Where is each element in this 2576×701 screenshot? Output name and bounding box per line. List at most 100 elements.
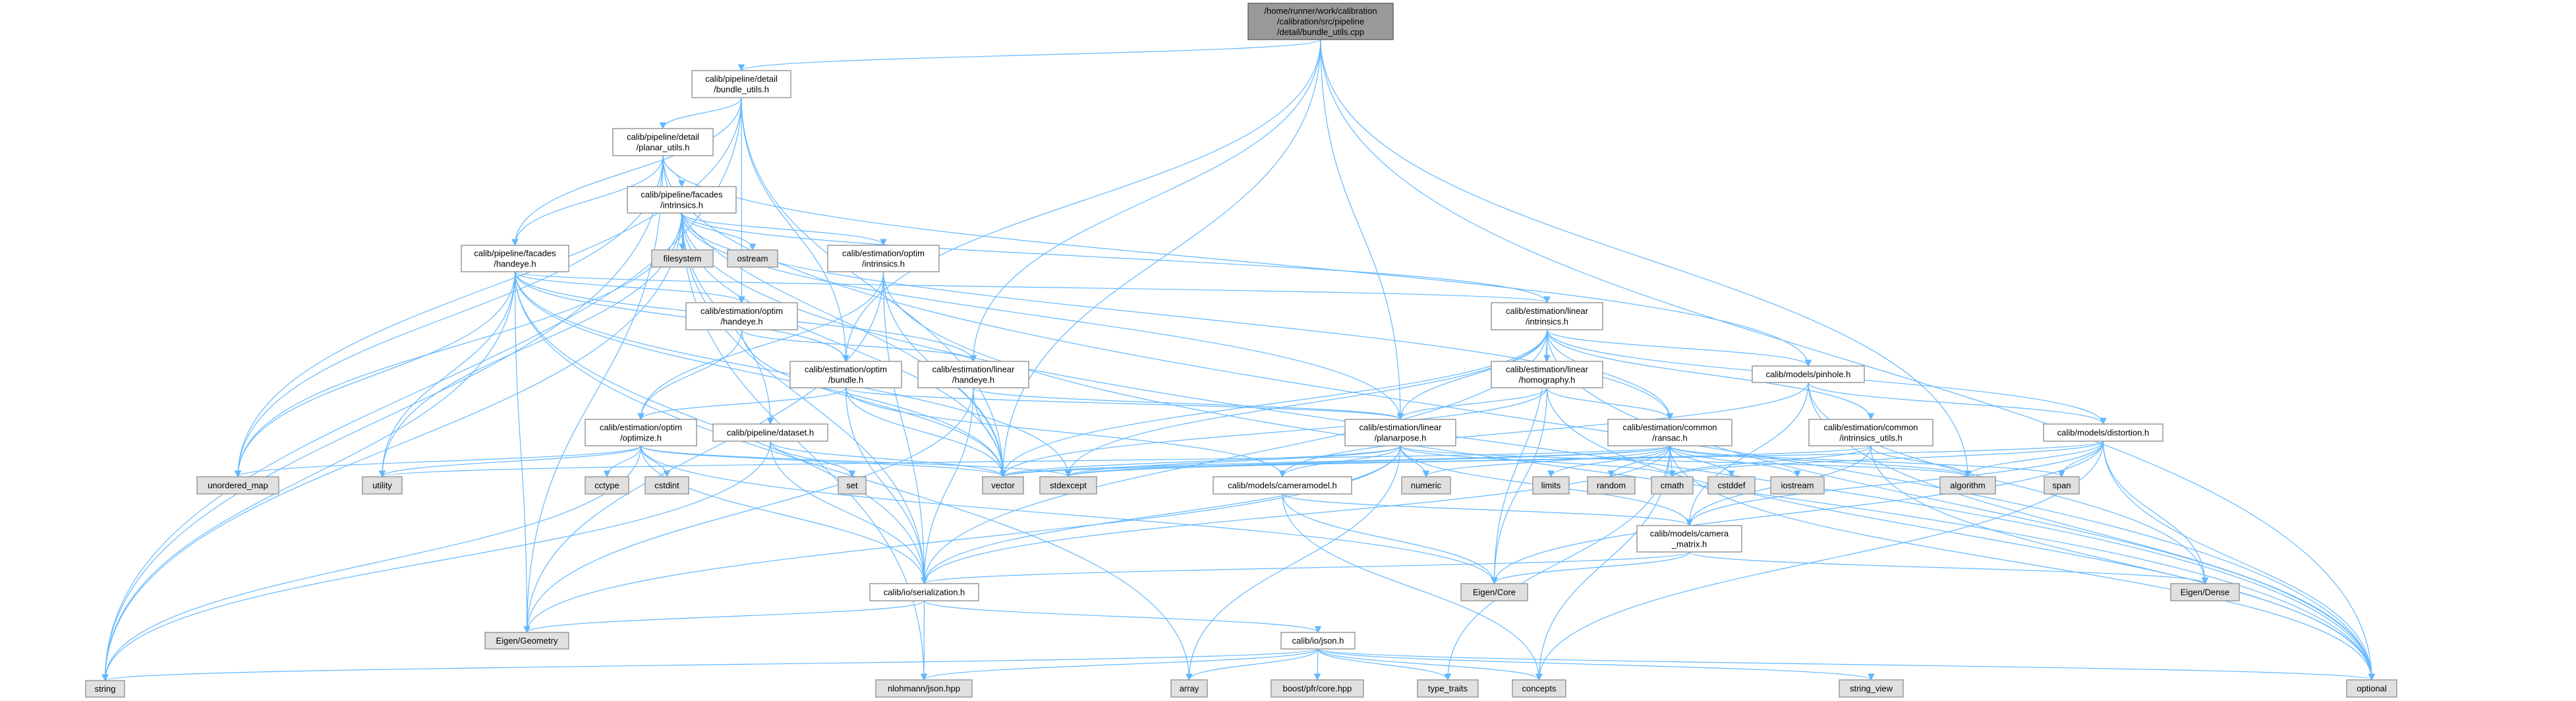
node-algorithm: algorithm	[1939, 476, 1996, 495]
edge-ransac-to-iostream	[1669, 445, 1801, 478]
edge-linear_intrinsics-to-planarpose	[1396, 329, 1548, 421]
node-json[interactable]: calib/io/json.h	[1280, 632, 1356, 650]
node-box	[461, 245, 569, 272]
edge-intrinsics_utils-to-algorithm	[1870, 445, 1972, 478]
edge-distortion-to-eigen_core	[1491, 441, 2104, 585]
edge-dataset-to-set	[770, 441, 856, 478]
node-intrinsics-utils[interactable]: calib/estimation/common/intrinsics_utils…	[1808, 419, 1933, 446]
edge-bundle_utils-to-vector	[741, 97, 1007, 478]
node-linear-handeye[interactable]: calib/estimation/linear/handeye.h	[917, 361, 1029, 388]
node-unordered-map: unordered_map	[196, 476, 279, 495]
edge-linear_handeye-to-serialization	[921, 387, 974, 585]
node-optimize[interactable]: calib/estimation/optim/optimize.h	[585, 419, 697, 446]
edge-optim_intrinsics-to-optional	[882, 271, 2376, 681]
node-linear-intrinsics[interactable]: calib/estimation/linear/intrinsics.h	[1491, 302, 1603, 330]
node-box	[612, 128, 714, 156]
node-label: /bundle_utils.h	[714, 84, 769, 94]
node-homography[interactable]: calib/estimation/linear/homography.h	[1491, 361, 1603, 388]
edge-facades_handeye-to-string	[101, 271, 516, 682]
edge-bundle_utils-to-string	[101, 97, 742, 682]
edge-facades_handeye-to-optim_bundle	[514, 271, 849, 363]
node-label: calib/estimation/common	[1823, 423, 1918, 433]
edge-facades_handeye-to-eigen_geometry	[514, 271, 530, 634]
node-box	[1707, 476, 1756, 495]
edge-planarpose-to-cmath	[1400, 445, 1676, 478]
node-stdexcept: stdexcept	[1039, 476, 1097, 495]
node-box	[585, 476, 629, 495]
node-label: string_view	[1850, 684, 1893, 694]
node-dataset[interactable]: calib/pipeline/dataset.h	[712, 423, 828, 442]
node-label: calib/models/pinhole.h	[1766, 369, 1851, 379]
edge-ransac-to-vector	[1000, 445, 1671, 478]
node-box	[838, 476, 867, 495]
node-label: boost/pfr/core.hpp	[1283, 684, 1352, 694]
edge-optimize-to-unordered_map	[234, 445, 642, 478]
node-label: cstddef	[1718, 481, 1746, 491]
node-box	[1247, 3, 1394, 40]
edges-layer	[101, 39, 2376, 682]
node-box	[1491, 361, 1603, 388]
node-box	[1417, 679, 1479, 698]
node-label: calib/estimation/optim	[805, 365, 887, 375]
node-label: calib/pipeline/detail	[705, 74, 778, 84]
node-facades-intrinsics[interactable]: calib/pipeline/facades/intrinsics.h	[627, 186, 737, 214]
node-box	[2170, 583, 2240, 601]
edge-optim_handeye-to-vector	[741, 329, 1007, 478]
edge-homography-to-eigen_core	[1491, 387, 1548, 585]
node-serialization[interactable]: calib/io/serialization.h	[869, 583, 979, 601]
node-pinhole[interactable]: calib/models/pinhole.h	[1752, 365, 1865, 383]
node-label: /handeye.h	[720, 317, 762, 326]
node-optim-handeye[interactable]: calib/estimation/optim/handeye.h	[685, 302, 798, 330]
edge-distortion-to-camera_matrix	[1686, 441, 2104, 527]
node-label: cstdint	[654, 481, 679, 491]
edge-serialization-to-json	[923, 600, 1322, 634]
edge-root-to-optional	[1320, 39, 2376, 681]
node-label: /intrinsics.h	[1526, 317, 1568, 326]
edge-linear_intrinsics-to-intrinsics_utils	[1546, 329, 1875, 421]
node-label: calib/io/serialization.h	[884, 588, 965, 597]
node-facades-handeye[interactable]: calib/pipeline/facades/handeye.h	[461, 245, 569, 272]
node-planar-utils[interactable]: calib/pipeline/detail/planar_utils.h	[612, 128, 714, 156]
node-camera-matrix[interactable]: calib/models/camera_matrix.h	[1636, 525, 1742, 553]
node-bundle-utils[interactable]: calib/pipeline/detail/bundle_utils.h	[691, 70, 791, 98]
node-optional: optional	[2346, 679, 2397, 698]
node-label: /ransac.h	[1652, 433, 1687, 443]
node-label: algorithm	[1950, 481, 1985, 491]
edge-intrinsics_utils-to-optional	[1870, 445, 2376, 681]
node-ransac[interactable]: calib/estimation/common/ransac.h	[1607, 419, 1732, 446]
edge-facades_handeye-to-linear_intrinsics	[514, 271, 1551, 304]
edge-facades_intrinsics-to-linear_intrinsics	[681, 212, 1551, 304]
node-label: filesystem	[664, 254, 702, 264]
node-label: calib/estimation/linear	[1506, 306, 1589, 316]
edge-optim_intrinsics-to-serialization	[882, 271, 928, 585]
edge-bundle_utils-to-planar_utils	[659, 97, 742, 130]
node-label: calib/pipeline/dataset.h	[727, 428, 814, 438]
node-box	[1512, 679, 1566, 698]
edge-planarpose-to-algorithm	[1400, 445, 1972, 478]
node-root[interactable]: /home/runner/work/calibration/calibratio…	[1247, 3, 1394, 40]
edge-homography-to-vector	[999, 387, 1548, 478]
edge-distortion-to-eigen_dense	[2102, 441, 2209, 585]
node-random: random	[1587, 476, 1636, 495]
node-cameramodel[interactable]: calib/models/cameramodel.h	[1213, 476, 1352, 495]
node-label: iostream	[1781, 481, 1814, 491]
node-box	[691, 70, 791, 98]
node-label: limits	[1541, 481, 1561, 491]
node-type-traits: type_traits	[1417, 679, 1479, 698]
edge-optim_intrinsics-to-optimize	[637, 271, 884, 421]
edge-pinhole-to-cameramodel	[1278, 382, 1809, 478]
node-box	[1770, 476, 1825, 495]
node-optim-intrinsics[interactable]: calib/estimation/optim/intrinsics.h	[827, 245, 940, 272]
node-label: array	[1180, 684, 1199, 694]
edge-json-to-nlohmann	[920, 648, 1319, 681]
node-label: string	[95, 684, 116, 694]
edge-bundle_utils-to-unordered_map	[234, 97, 742, 478]
node-planarpose[interactable]: calib/estimation/linear/planarpose.h	[1344, 419, 1456, 446]
node-label: /optimize.h	[620, 433, 662, 443]
node-label: /intrinsics.h	[862, 259, 905, 269]
node-optim-bundle[interactable]: calib/estimation/optim/bundle.h	[789, 361, 902, 388]
node-box	[2346, 679, 2397, 698]
edge-distortion-to-cmath	[1669, 441, 2104, 478]
edge-dataset-to-string	[101, 441, 771, 682]
node-distortion[interactable]: calib/models/distortion.h	[2043, 423, 2163, 442]
